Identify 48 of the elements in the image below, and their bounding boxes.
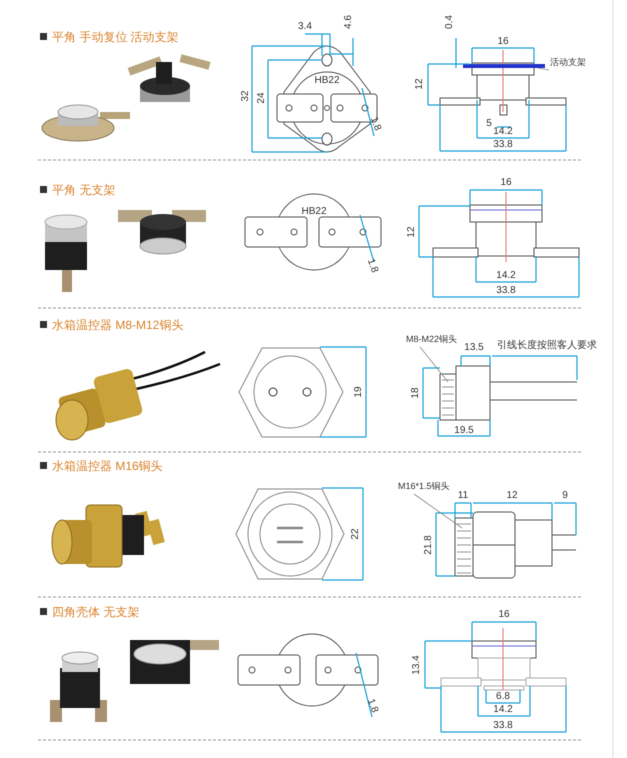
dimension-value: 33.8 xyxy=(493,721,513,731)
dimension-value: 12 xyxy=(407,226,417,238)
leader-line xyxy=(538,68,550,70)
section-heading: 水箱温控器 M16铜头 xyxy=(52,460,163,472)
dimension-value: 5 xyxy=(486,119,492,129)
dimension-value: 16 xyxy=(497,37,509,47)
dimension-value: 16 xyxy=(498,610,510,620)
dimension-value: 14.2 xyxy=(496,271,516,281)
dimension-value: 3.4 xyxy=(298,22,312,32)
dimension-value: 14.2 xyxy=(493,127,513,137)
dimension-value: 9 xyxy=(562,491,568,501)
dimension-value: 32 xyxy=(241,90,251,102)
dimension-value: 16 xyxy=(500,178,512,188)
dimension-value: 33.8 xyxy=(496,286,516,296)
bracket-bar xyxy=(463,64,545,68)
thread-part xyxy=(454,518,474,576)
dimension-value: 13.5 xyxy=(464,343,484,353)
dimension-value: 4.6 xyxy=(344,15,354,29)
dimension-value: 33.8 xyxy=(493,140,513,150)
dimension-value: 0.4 xyxy=(445,15,455,29)
dimension-value: 19 xyxy=(354,386,364,398)
dimension-value: 1.8 xyxy=(368,116,382,132)
section-heading: 平角 无支架 xyxy=(52,184,116,196)
callout-label: M8-M22铜头 xyxy=(406,335,458,344)
dimension-value: 12 xyxy=(415,78,425,90)
dimension-value: 21.8 xyxy=(424,535,434,555)
thread-part xyxy=(440,374,456,420)
section-heading: 平角 手动复位 活动支架 xyxy=(52,31,179,43)
callout-label: 活动支架 xyxy=(550,58,586,67)
part-marking: HB22 xyxy=(314,76,340,86)
dimension-value: 11 xyxy=(458,491,468,501)
dimension-value: 1.8 xyxy=(364,698,380,714)
dimension-value: 6.8 xyxy=(496,692,510,702)
section-heading: 水箱温控器 M8-M12铜头 xyxy=(52,319,184,331)
part-marking: HB22 xyxy=(302,207,326,217)
dimension-value: 13.4 xyxy=(412,655,422,675)
section-heading: 四角壳体 无支架 xyxy=(52,606,140,618)
dimension-value: 1.8 xyxy=(364,258,380,274)
dimension-value: 22 xyxy=(351,528,361,540)
dimension-value: 19.5 xyxy=(454,426,474,436)
dimension-value: 12 xyxy=(506,491,518,501)
leader-line xyxy=(414,494,462,528)
dimension-value: 引线长度按照客人要求 xyxy=(497,341,597,351)
dimension-value: 24 xyxy=(257,92,267,104)
dimension-value: 18 xyxy=(411,387,421,399)
callout-label: M16*1.5铜头 xyxy=(398,482,450,491)
leader-line xyxy=(420,346,448,382)
dimension-value: 14.2 xyxy=(493,705,513,715)
